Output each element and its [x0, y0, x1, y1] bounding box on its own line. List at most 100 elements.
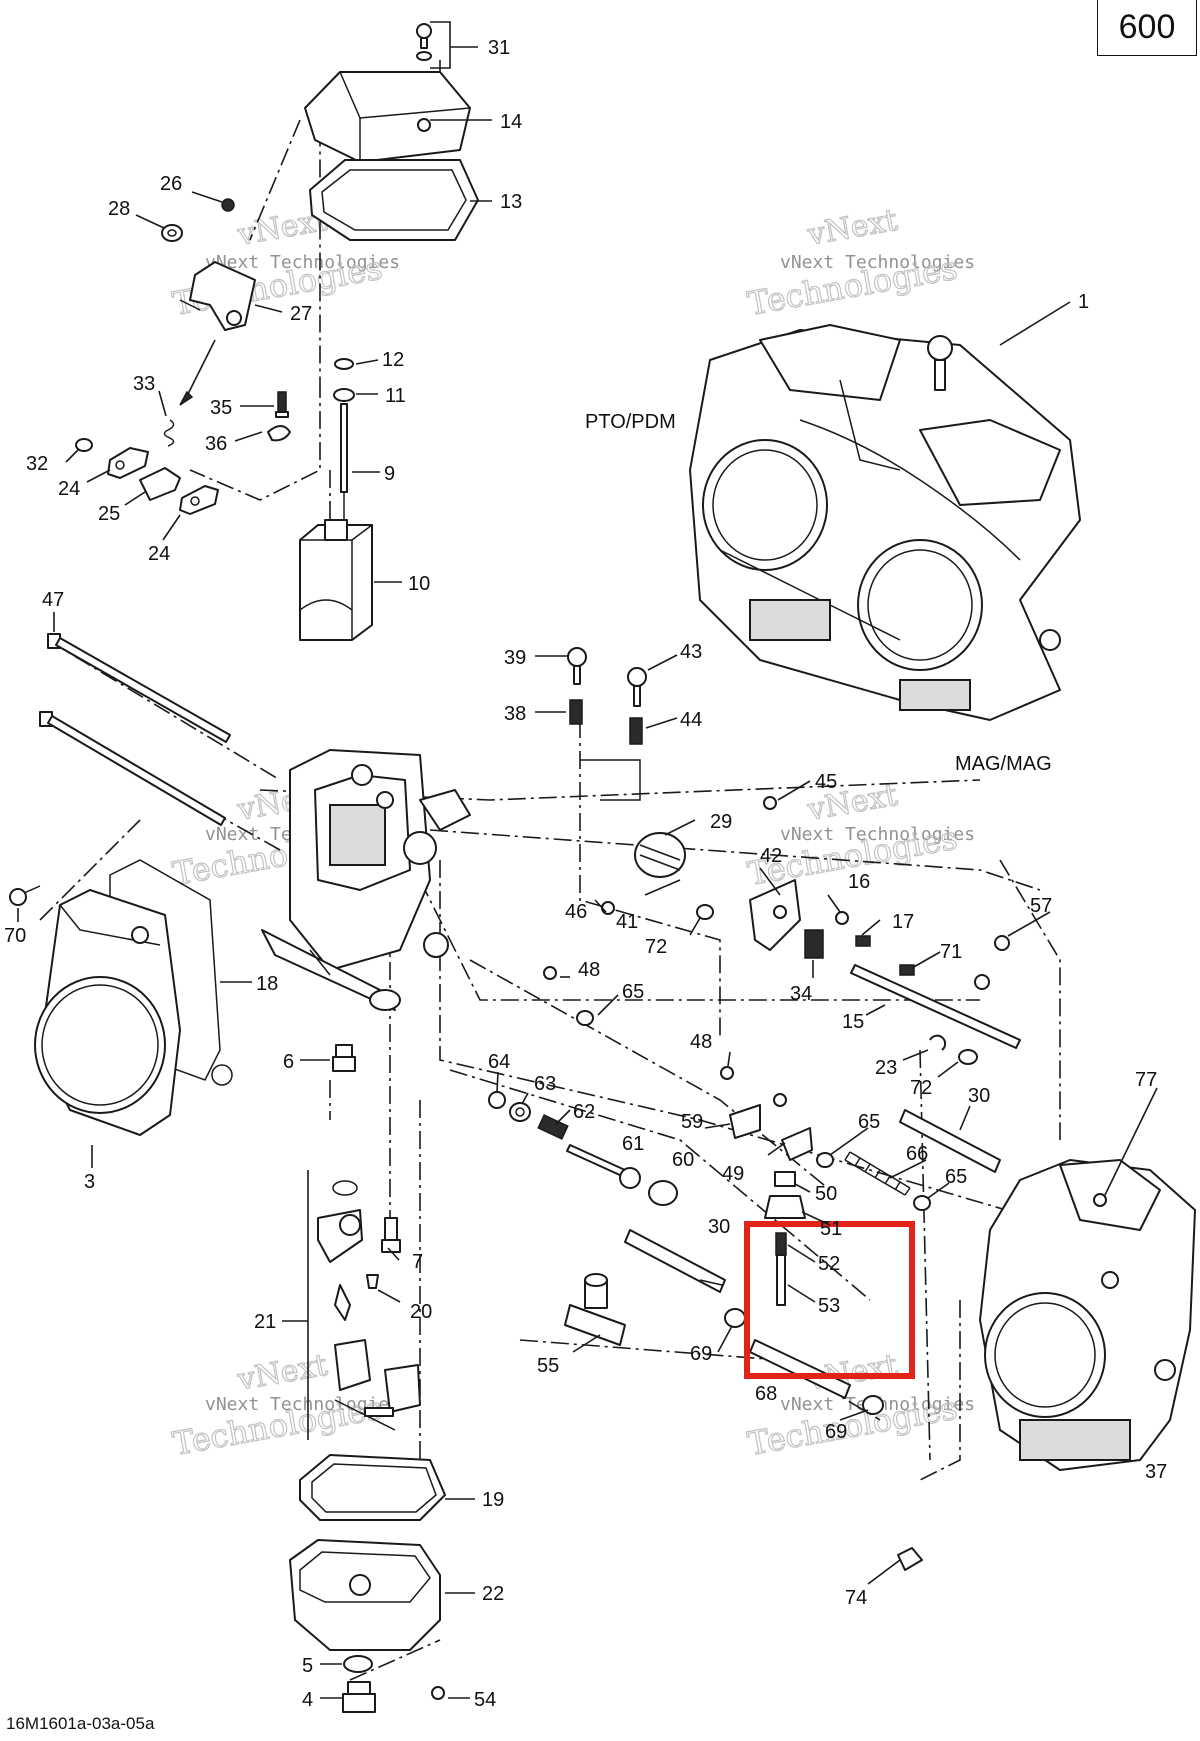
part-31-screw[interactable]	[416, 23, 432, 61]
part-1-carburetor-assembly[interactable]	[689, 324, 1081, 721]
callout-53: 53	[818, 1295, 840, 1317]
part-29-spring-assembly[interactable]	[580, 759, 686, 878]
part-24-plate[interactable]	[179, 485, 219, 515]
part-74-cap[interactable]	[897, 1547, 923, 1571]
watermark-text: vNext Technologies	[780, 824, 975, 845]
part-16-screw[interactable]	[835, 911, 849, 925]
part-60-cap[interactable]	[648, 1180, 678, 1206]
part-47-long-screw[interactable]	[47, 633, 231, 743]
part-4-plug[interactable]	[342, 1681, 376, 1713]
part-13-cover-gasket[interactable]	[309, 159, 479, 241]
part-19-bowl-gasket[interactable]	[299, 1454, 446, 1521]
carburetor-body-main[interactable]	[261, 749, 471, 1011]
watermark-text: vNext Technologies	[780, 252, 975, 273]
part-22-float-bowl[interactable]	[289, 1539, 441, 1651]
part-14-top-cover[interactable]	[304, 71, 471, 163]
part-55-tee[interactable]	[564, 1273, 626, 1346]
part-49-lever[interactable]	[773, 1093, 813, 1161]
part-48-screw[interactable]	[543, 966, 557, 980]
callout-72: 72	[645, 936, 667, 958]
part-63-washer[interactable]	[509, 1102, 531, 1122]
callout-50: 50	[815, 1183, 837, 1205]
part-65-washer[interactable]	[913, 1195, 931, 1211]
part-23-clip[interactable]	[929, 1034, 947, 1051]
part-15-shaft[interactable]	[850, 964, 1021, 1049]
part-42-lever[interactable]	[749, 879, 801, 951]
part-43-screw[interactable]	[627, 667, 647, 707]
part-36-clip[interactable]	[267, 425, 291, 442]
part-52-spring[interactable]	[775, 1232, 787, 1256]
part-6-jet[interactable]	[332, 1044, 356, 1072]
part-66-spring[interactable]	[844, 1151, 911, 1196]
part-54-screw[interactable]	[431, 1686, 445, 1700]
part-53-pin[interactable]	[776, 1254, 786, 1306]
part-48-screw[interactable]	[720, 1066, 734, 1080]
callout-62: 62	[573, 1101, 595, 1123]
part-45-screw[interactable]	[763, 796, 777, 810]
part-5-o-ring[interactable]	[343, 1655, 373, 1673]
part-11-washer[interactable]	[333, 388, 355, 402]
part-68-rod[interactable]	[749, 1339, 851, 1399]
part-72-washer[interactable]	[696, 904, 714, 920]
part-9-needle[interactable]	[340, 403, 348, 520]
part-25-bracket[interactable]	[139, 467, 181, 501]
part-59-bracket[interactable]	[729, 1104, 761, 1139]
part-27-lever[interactable]	[179, 261, 256, 331]
part-24-plate[interactable]	[107, 447, 149, 479]
callout-49: 49	[722, 1163, 744, 1185]
callout-34: 34	[790, 983, 812, 1005]
part-71-spring[interactable]	[899, 964, 915, 976]
part-37-carburetor[interactable]	[979, 1159, 1196, 1471]
callout-4: 4	[302, 1689, 313, 1711]
part-65-washer[interactable]	[816, 1152, 834, 1168]
callout-65: 65	[858, 1111, 880, 1133]
part-47-long-screw[interactable]	[39, 711, 226, 826]
part-69-clamp[interactable]	[724, 1308, 746, 1328]
part-7-jet[interactable]	[381, 1217, 401, 1253]
label-mag-mag: MAG/MAG	[955, 753, 1052, 775]
callout-37: 37	[1145, 1461, 1167, 1483]
part-65-washer[interactable]	[576, 1010, 594, 1026]
watermark-text: vNext	[804, 203, 900, 253]
part-20-needle[interactable]	[366, 1274, 379, 1289]
part-21-float-assembly[interactable]	[317, 1180, 421, 1431]
part-12-clip[interactable]	[334, 358, 354, 370]
part-17-spring[interactable]	[855, 935, 871, 947]
callout-3: 3	[84, 1171, 95, 1193]
part-35-screw[interactable]	[275, 391, 289, 418]
part-10-slide[interactable]	[299, 519, 373, 641]
callout-60: 60	[672, 1149, 694, 1171]
part-72-washer[interactable]	[958, 1049, 978, 1065]
part-61-idle-screw[interactable]	[566, 1144, 641, 1189]
part-46-screw[interactable]	[601, 901, 615, 915]
callout-32: 32	[26, 453, 48, 475]
callout-69: 69	[825, 1421, 847, 1443]
part-34-spring[interactable]	[804, 929, 824, 959]
part-77-screw[interactable]	[1093, 1193, 1107, 1207]
callout-57: 57	[1030, 895, 1052, 917]
part-64-o-ring[interactable]	[488, 1091, 506, 1109]
part-3-adaptor[interactable]	[34, 889, 181, 1136]
part-69-clamp[interactable]	[862, 1395, 884, 1415]
callout-10: 10	[408, 573, 430, 595]
part-51-fitting[interactable]	[764, 1195, 806, 1219]
callout-64: 64	[488, 1051, 510, 1073]
part-28-washer[interactable]	[161, 224, 183, 242]
part-30-rod[interactable]	[624, 1229, 726, 1293]
part-33-spring[interactable]	[163, 419, 175, 447]
part-39-screw[interactable]	[567, 647, 587, 685]
part-62-spring[interactable]	[537, 1114, 569, 1140]
part-38-spring[interactable]	[569, 699, 583, 725]
part-30-rod[interactable]	[899, 1109, 1001, 1173]
part-44-spring[interactable]	[629, 717, 643, 745]
part-32-clip[interactable]	[75, 438, 93, 452]
callout-42: 42	[760, 845, 782, 867]
part-70-screw[interactable]	[9, 885, 41, 906]
part-57-screw[interactable]	[974, 935, 1010, 990]
part-26-screw[interactable]	[221, 198, 235, 212]
callout-17: 17	[892, 911, 914, 933]
part-50-washer[interactable]	[774, 1171, 796, 1187]
callout-labels: 31 14 13 26 28 27 33 32 24 25 24 35 36 1…	[4, 37, 1167, 1711]
callout-30: 30	[708, 1216, 730, 1238]
callout-29: 29	[710, 811, 732, 833]
